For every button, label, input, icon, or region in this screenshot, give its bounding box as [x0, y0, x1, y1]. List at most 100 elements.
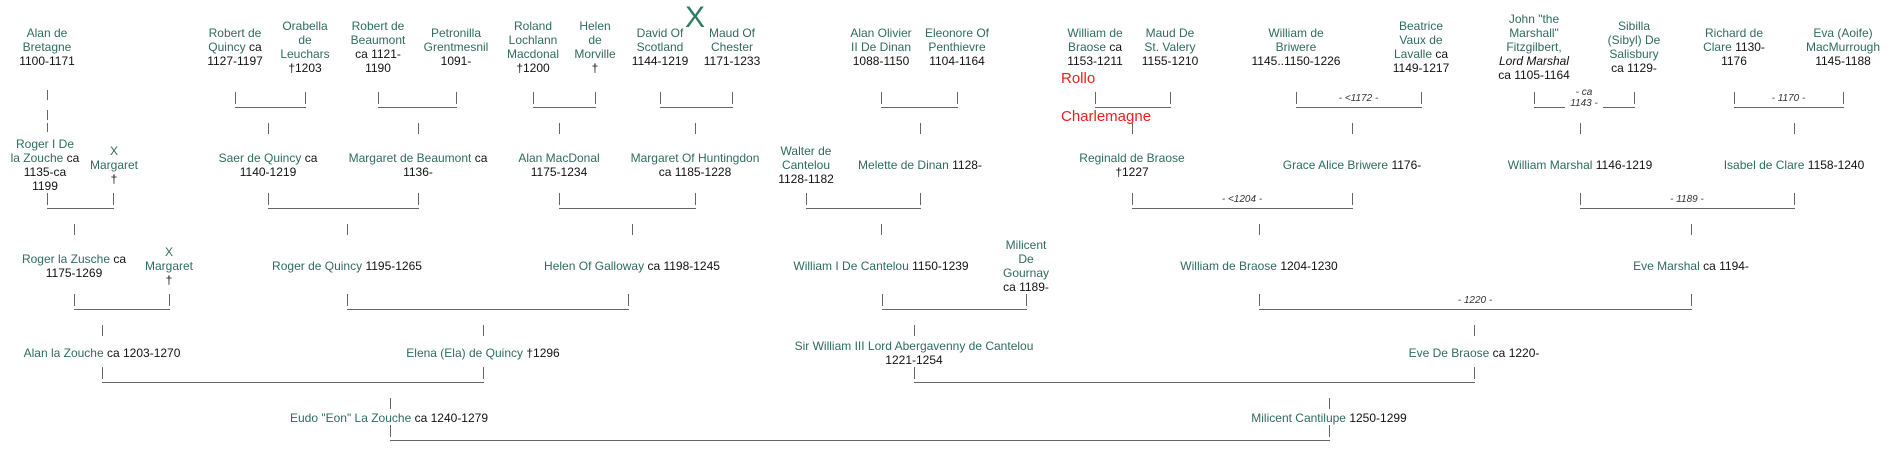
- person-entry[interactable]: William I De Cantelou 1150-1239: [793, 259, 968, 273]
- person-name[interactable]: Roland Lochlann Macdonal: [506, 19, 560, 61]
- person-entry[interactable]: Saer de Quincy ca 1140-1219: [208, 151, 328, 179]
- person-name[interactable]: Milicent De Gournay: [1002, 238, 1050, 280]
- spouse-tick: [957, 92, 958, 104]
- person-entry[interactable]: Roger de Quincy 1195-1265: [272, 259, 422, 273]
- person-name[interactable]: Milicent Cantilupe: [1251, 411, 1346, 425]
- person-entry[interactable]: William de Braose 1204-1230: [1180, 259, 1337, 273]
- person-name[interactable]: Eudo "Eon" La Zouche: [289, 411, 412, 425]
- person-name[interactable]: Eleonore Of Penthievre: [924, 26, 990, 54]
- person-name[interactable]: X Margaret: [89, 144, 139, 172]
- spouse-tick: [1095, 92, 1096, 104]
- person-entry[interactable]: David Of Scotland 1144-1219: [630, 26, 690, 68]
- person-entry[interactable]: Eva (Aoife) MacMurrough 1145-1188: [1804, 26, 1882, 68]
- person-entry[interactable]: Eleonore Of Penthievre 1104-1164: [923, 26, 991, 68]
- person-name[interactable]: William de Braose: [1067, 26, 1123, 54]
- person-entry[interactable]: John "the Marshall" Fitzgilbert, Lord Ma…: [1496, 12, 1572, 82]
- person-entry[interactable]: Eudo "Eon" La Zouche ca 1240-1279: [290, 411, 488, 425]
- person-name[interactable]: Elena (Ela) de Quincy: [406, 346, 524, 360]
- person-name[interactable]: Alan Olivier II De Dinan: [850, 26, 912, 54]
- person-entry[interactable]: X Margaret †: [89, 144, 139, 186]
- person-name[interactable]: Alan de Bretagne: [22, 26, 72, 54]
- person-entry[interactable]: Melette de Dinan 1128-: [858, 158, 982, 172]
- person-entry[interactable]: Walter de Cantelou 1128-1182: [776, 144, 836, 186]
- person-name[interactable]: Melette de Dinan: [858, 158, 949, 172]
- person-name[interactable]: Beatrice Vaux de Lavalle: [1393, 19, 1444, 61]
- person-name[interactable]: Roger de Quincy: [272, 259, 363, 273]
- person-name[interactable]: William de Braose: [1180, 259, 1277, 273]
- person-entry[interactable]: Maud Of Chester 1171-1233: [702, 26, 762, 68]
- person-name[interactable]: William Marshal: [1507, 158, 1593, 172]
- person-entry[interactable]: Eve Marshal ca 1194-: [1633, 259, 1749, 273]
- marriage-line: [882, 309, 1027, 310]
- person-dates: †1203: [288, 61, 322, 75]
- person-name[interactable]: Alan MacDonal: [518, 151, 600, 165]
- person-entry[interactable]: Robert de Beaumont ca 1121-1190: [348, 19, 408, 75]
- person-name[interactable]: Alan la Zouche: [23, 346, 104, 360]
- person-entry[interactable]: Roland Lochlann Macdonal †1200: [503, 19, 563, 75]
- descent-tick: [347, 224, 348, 235]
- person-entry[interactable]: Alan la Zouche ca 1203-1270: [24, 346, 181, 360]
- person-name[interactable]: Helen de Morville: [574, 19, 616, 61]
- person-entry[interactable]: Margaret Of Huntingdon ca 1185-1228: [627, 151, 763, 179]
- person-name[interactable]: Sir William III Lord Abergavenny de Cant…: [794, 339, 1034, 353]
- person-entry[interactable]: Isabel de Clare 1158-1240: [1724, 158, 1865, 172]
- person-name[interactable]: Roger la Zusche: [21, 252, 110, 266]
- person-entry[interactable]: Helen de Morville †: [573, 19, 617, 75]
- person-entry[interactable]: Eve De Braose ca 1220-: [1409, 346, 1540, 360]
- person-entry[interactable]: Sibilla (Sibyl) De Salisbury ca 1129-: [1605, 19, 1663, 75]
- person-name[interactable]: Eva (Aoife) MacMurrough: [1805, 26, 1881, 54]
- person-entry[interactable]: Roger I De la Zouche ca 1135-ca 1199: [10, 137, 80, 193]
- person-name[interactable]: Sibilla (Sibyl) De Salisbury: [1607, 19, 1661, 61]
- person-name[interactable]: Maud De St. Valery: [1144, 26, 1196, 54]
- person-name[interactable]: Walter de Cantelou: [780, 144, 832, 172]
- person-name[interactable]: X Margaret: [144, 245, 194, 273]
- person-entry[interactable]: Beatrice Vaux de Lavalle ca 1149-1217: [1391, 19, 1451, 75]
- person-entry[interactable]: Alan de Bretagne 1100-1171: [16, 26, 78, 68]
- person-entry[interactable]: Robert de Quincy ca 1127-1197: [204, 26, 266, 68]
- person-dates: 1091-: [440, 54, 472, 68]
- person-name[interactable]: Petronilla Grentmesnil: [423, 26, 489, 54]
- person-name[interactable]: Roger I De la Zouche: [10, 137, 75, 165]
- person-dates: ca 1135-ca 1199: [23, 151, 80, 193]
- person-name[interactable]: Robert de Beaumont: [350, 19, 406, 47]
- person-name[interactable]: Reginald de Braose: [1079, 151, 1185, 165]
- person-entry[interactable]: Roger la Zusche ca 1175-1269: [19, 252, 129, 280]
- person-entry[interactable]: Milicent De Gournay ca 1189-: [999, 238, 1053, 294]
- person-name[interactable]: Margaret de Beaumont: [348, 151, 472, 165]
- person-entry[interactable]: Reginald de Braose †1227: [1077, 151, 1187, 179]
- spouse-tick: [347, 294, 348, 306]
- person-entry[interactable]: Alan MacDonal 1175-1234: [514, 151, 604, 179]
- person-name[interactable]: Saer de Quincy: [218, 151, 302, 165]
- person-name[interactable]: Orabella de Leuchars: [280, 19, 330, 61]
- person-name[interactable]: Robert de Quincy: [208, 26, 262, 54]
- person-name[interactable]: David Of Scotland: [636, 26, 684, 54]
- person-name[interactable]: Isabel de Clare: [1723, 158, 1805, 172]
- person-entry[interactable]: William Marshal 1146-1219: [1508, 158, 1653, 172]
- marriage-line: [1095, 107, 1171, 108]
- person-entry[interactable]: Sir William III Lord Abergavenny de Cant…: [784, 339, 1044, 367]
- person-entry[interactable]: Petronilla Grentmesnil 1091-: [422, 26, 490, 68]
- person-name[interactable]: Grace Alice Briwere: [1282, 158, 1389, 172]
- person-name[interactable]: Richard de Clare: [1703, 26, 1764, 54]
- person-entry[interactable]: William de Braose ca 1153-1211: [1065, 26, 1125, 68]
- person-name[interactable]: William I De Cantelou: [793, 259, 909, 273]
- person-entry[interactable]: Orabella de Leuchars †1203: [279, 19, 331, 75]
- person-name[interactable]: Margaret Of Huntingdon: [630, 151, 760, 165]
- person-entry[interactable]: Milicent Cantilupe 1250-1299: [1251, 411, 1406, 425]
- person-entry[interactable]: William de Briwere 1145..1150-1226: [1250, 26, 1342, 68]
- person-name[interactable]: John "the Marshall" Fitzgilbert,: [1506, 12, 1562, 54]
- person-name[interactable]: Maud Of Chester: [708, 26, 756, 54]
- person-entry[interactable]: Maud De St. Valery 1155-1210: [1137, 26, 1203, 68]
- person-entry[interactable]: Margaret de Beaumont ca 1136-: [343, 151, 493, 179]
- person-entry[interactable]: Alan Olivier II De Dinan 1088-1150: [847, 26, 915, 68]
- person-entry[interactable]: X Margaret †: [144, 245, 194, 287]
- person-entry[interactable]: Helen Of Galloway ca 1198-1245: [544, 259, 720, 273]
- person-entry[interactable]: Grace Alice Briwere 1176-: [1283, 158, 1422, 172]
- person-name[interactable]: Helen Of Galloway: [544, 259, 645, 273]
- person-name[interactable]: William de Briwere: [1268, 26, 1324, 54]
- spouse-tick: [882, 294, 883, 306]
- person-entry[interactable]: Richard de Clare 1130-1176: [1703, 26, 1765, 68]
- person-entry[interactable]: Elena (Ela) de Quincy †1296: [406, 346, 559, 360]
- person-name[interactable]: Eve Marshal: [1633, 259, 1700, 273]
- person-name[interactable]: Eve De Braose: [1408, 346, 1490, 360]
